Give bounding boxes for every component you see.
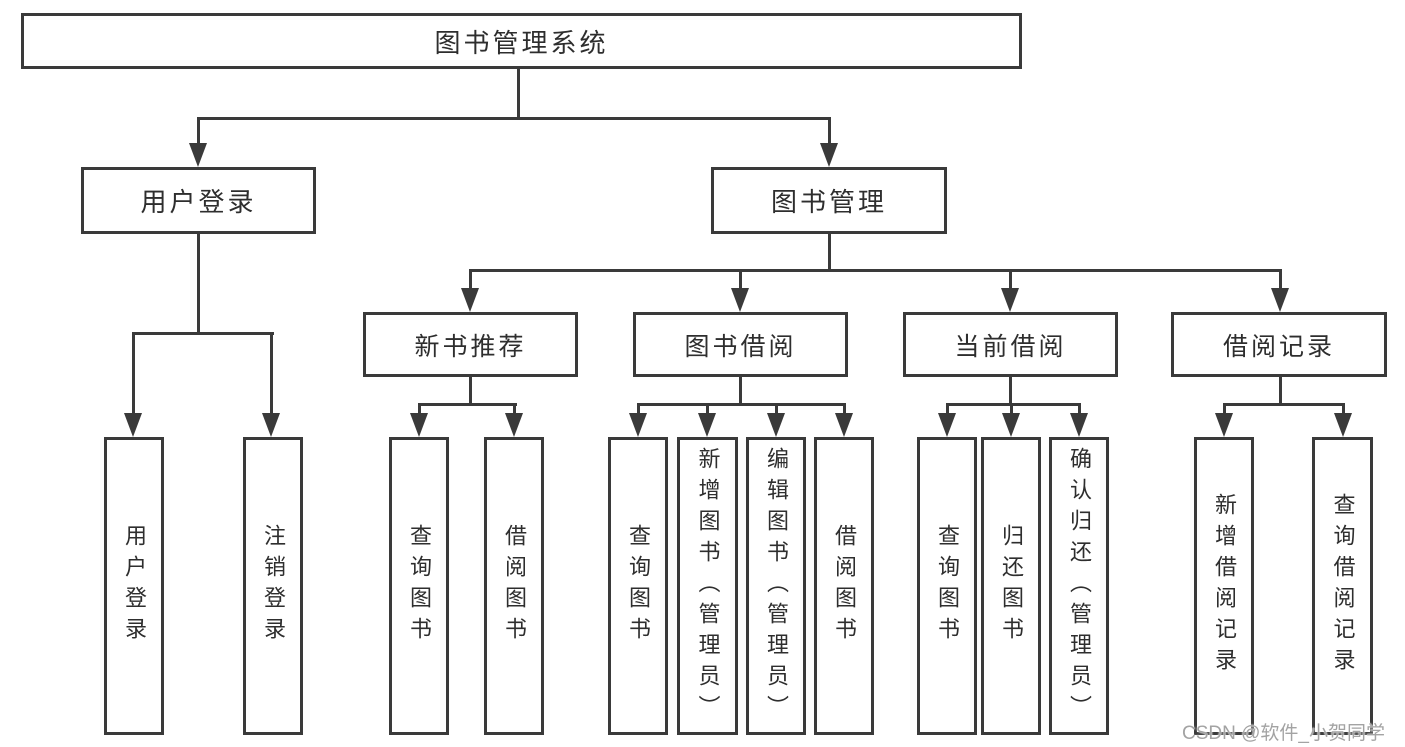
arrow-down-icon [820,143,838,167]
leaf-label: 新增图书（管理员） [695,446,721,726]
leaf-query-borrow-record: 查询借阅记录 [1312,437,1373,735]
leaf-edit-books-admin: 编辑图书（管理员） [746,437,806,735]
leaf-label: 用户登录 [122,524,147,648]
arrow-down-icon [124,413,142,437]
connector-branch-drop [1009,269,1012,290]
connector-leaf-drop [843,403,846,415]
connector-leaf-drop [1078,403,1081,415]
connector-recommend-branch [418,403,517,406]
arrow-down-icon [1334,413,1352,437]
node-user-login: 用户登录 [81,167,316,234]
csdn-watermark: CSDN @软件_小贺同学 [1182,723,1385,744]
arrow-down-icon [410,413,428,437]
connector-borrowing-stem [739,377,742,405]
leaf-query-books-current: 查询图书 [917,437,977,735]
leaf-label: 查询借阅记录 [1330,493,1356,679]
connector-leaf-drop [706,403,709,415]
leaf-return-books: 归还图书 [981,437,1041,735]
arrow-down-icon [731,288,749,312]
connector-book-management-drop [828,117,831,146]
connector-book-management-stem [828,234,831,271]
connector-user-login-drop [197,117,200,146]
connector-leaf-drop [132,332,135,415]
connector-records-branch [1223,403,1345,406]
connector-leaf-drop [270,332,273,415]
connector-leaf-drop [1010,403,1013,415]
leaf-label: 注销登录 [261,524,286,648]
leaf-label: 借阅图书 [832,524,857,648]
connector-user-login-stem [197,234,200,334]
connector-leaf-drop [637,403,640,415]
arrow-down-icon [938,413,956,437]
connector-leaf-drop [1342,403,1345,415]
node-book-management: 图书管理 [711,167,947,234]
leaf-confirm-return-admin: 确认归还（管理员） [1049,437,1109,735]
connector-root-branch [197,117,831,120]
leaf-borrow-books-recommend: 借阅图书 [484,437,544,735]
arrow-down-icon [835,413,853,437]
connector-branch-drop [1279,269,1282,290]
leaf-add-books-admin: 新增图书（管理员） [677,437,738,735]
arrow-down-icon [1002,413,1020,437]
leaf-add-borrow-record: 新增借阅记录 [1194,437,1254,735]
arrow-down-icon [189,143,207,167]
arrow-down-icon [629,413,647,437]
leaf-label: 确认归还（管理员） [1067,446,1092,726]
connector-leaf-drop [418,403,421,415]
leaf-logout-login: 注销登录 [243,437,303,735]
leaf-label: 查询图书 [407,524,432,648]
connector-branch-drop [739,269,742,290]
arrow-down-icon [461,288,479,312]
arrow-down-icon [1001,288,1019,312]
arrow-down-icon [262,413,280,437]
leaf-query-books-recommend: 查询图书 [389,437,449,735]
connector-leaf-drop [946,403,949,415]
leaf-query-books-borrowing: 查询图书 [608,437,668,735]
connector-root-stem [517,68,520,117]
connector-leaf-drop [1223,403,1226,415]
node-book-borrowing: 图书借阅 [633,312,848,377]
node-current-borrowing: 当前借阅 [903,312,1118,377]
arrow-down-icon [1215,413,1233,437]
leaf-label: 查询图书 [935,524,960,648]
leaf-label: 编辑图书（管理员） [764,446,789,726]
leaf-label: 归还图书 [999,524,1024,648]
connector-leaf-drop [513,403,516,415]
leaf-label: 新增借阅记录 [1212,493,1237,679]
arrow-down-icon [767,413,785,437]
connector-records-stem [1279,377,1282,405]
arrow-down-icon [1070,413,1088,437]
connector-current-stem [1009,377,1012,405]
arrow-down-icon [698,413,716,437]
node-library-system: 图书管理系统 [21,13,1022,69]
arrow-down-icon [505,413,523,437]
connector-book-management-branch [469,269,1281,272]
node-borrowing-records: 借阅记录 [1171,312,1387,377]
leaf-borrow-books-borrowing: 借阅图书 [814,437,874,735]
connector-borrowing-branch [637,403,846,406]
connector-user-login-branch [132,332,274,335]
leaf-label: 借阅图书 [502,524,527,648]
connector-recommend-stem [469,377,472,405]
connector-leaf-drop [775,403,778,415]
leaf-label: 查询图书 [626,524,651,648]
connector-current-branch [946,403,1081,406]
connector-branch-drop [469,269,472,290]
arrow-down-icon [1271,288,1289,312]
leaf-user-login: 用户登录 [104,437,164,735]
node-new-book-recommendation: 新书推荐 [363,312,578,377]
